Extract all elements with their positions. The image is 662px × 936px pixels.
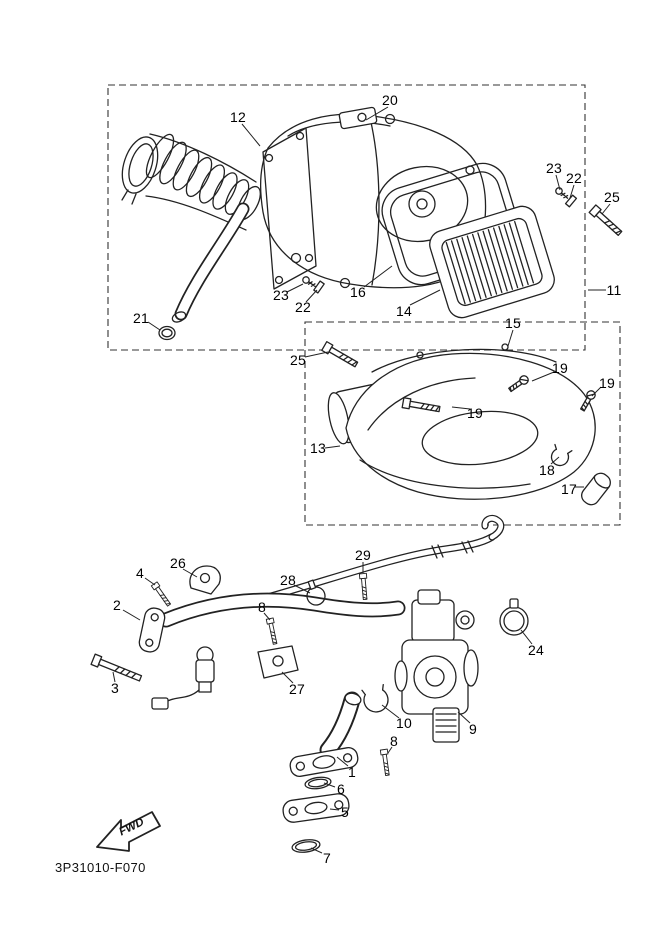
- callout-1: 1: [348, 764, 356, 780]
- diagram-part-code: 3P31010-F070: [55, 860, 146, 875]
- callout-14: 14: [396, 303, 412, 319]
- callout-19-c: 19: [467, 405, 483, 421]
- callout-4: 4: [136, 565, 144, 581]
- callout-25-a: 25: [604, 189, 620, 205]
- bolt-4: [150, 581, 173, 608]
- callout-22-b: 22: [295, 299, 311, 315]
- fastener-set-right: [555, 187, 625, 238]
- callout-18: 18: [539, 462, 555, 478]
- breather-hose: [254, 514, 505, 604]
- callout-29: 29: [355, 547, 371, 563]
- clamp-10: [361, 683, 389, 713]
- callout-21: 21: [133, 310, 149, 326]
- callout-6: 6: [337, 781, 345, 797]
- clamp-24: [499, 598, 529, 636]
- o-ring-6: [304, 776, 332, 790]
- callout-8-b: 8: [390, 733, 398, 749]
- callout-28: 28: [280, 572, 296, 588]
- callout-23-b: 23: [273, 287, 289, 303]
- intake-pipe: [138, 592, 406, 653]
- callout-17: 17: [561, 481, 577, 497]
- callout-8-a: 8: [258, 599, 266, 615]
- bolt-8b: [379, 748, 392, 777]
- air-filter-element: [429, 205, 555, 319]
- o-ring-7: [291, 839, 321, 853]
- callout-27: 27: [289, 681, 305, 697]
- gasket-5: [282, 793, 350, 823]
- callout-15: 15: [505, 315, 521, 331]
- callout-11: 11: [606, 282, 622, 298]
- callout-3: 3: [111, 680, 119, 696]
- callout-19-a: 19: [552, 360, 568, 376]
- case-bracket: [338, 106, 378, 130]
- callout-9: 9: [469, 721, 477, 737]
- throttle-body: [394, 589, 479, 743]
- screw-29: [358, 572, 370, 601]
- drain-tube: [158, 202, 250, 341]
- callout-23-a: 23: [546, 160, 562, 176]
- callout-19-b: 19: [599, 375, 615, 391]
- callout-7: 7: [323, 850, 331, 866]
- leader-lines: [112, 106, 611, 854]
- callout-24: 24: [528, 642, 544, 658]
- intake-duct: [121, 133, 261, 231]
- callout-26: 26: [170, 555, 186, 571]
- callout-12: 12: [230, 109, 246, 125]
- fwd-arrow: FWD: [96, 811, 161, 852]
- callout-25-b: 25: [290, 352, 306, 368]
- callout-13: 13: [310, 440, 326, 456]
- callout-16: 16: [350, 284, 366, 300]
- callout-10: 10: [396, 715, 412, 731]
- clamp-28: [306, 579, 326, 606]
- air-cleaner-cover: [327, 343, 611, 506]
- bracket-27: [257, 645, 299, 679]
- callout-5: 5: [341, 804, 349, 820]
- sensor-with-lead: [151, 646, 215, 710]
- callout-22-a: 22: [566, 170, 582, 186]
- bracket-26: [189, 565, 221, 595]
- callout-2: 2: [113, 597, 121, 613]
- callout-20: 20: [382, 92, 398, 108]
- bolt-8a: [265, 617, 279, 646]
- manifold-joint: [289, 691, 362, 777]
- assembly-frames: [107, 84, 621, 526]
